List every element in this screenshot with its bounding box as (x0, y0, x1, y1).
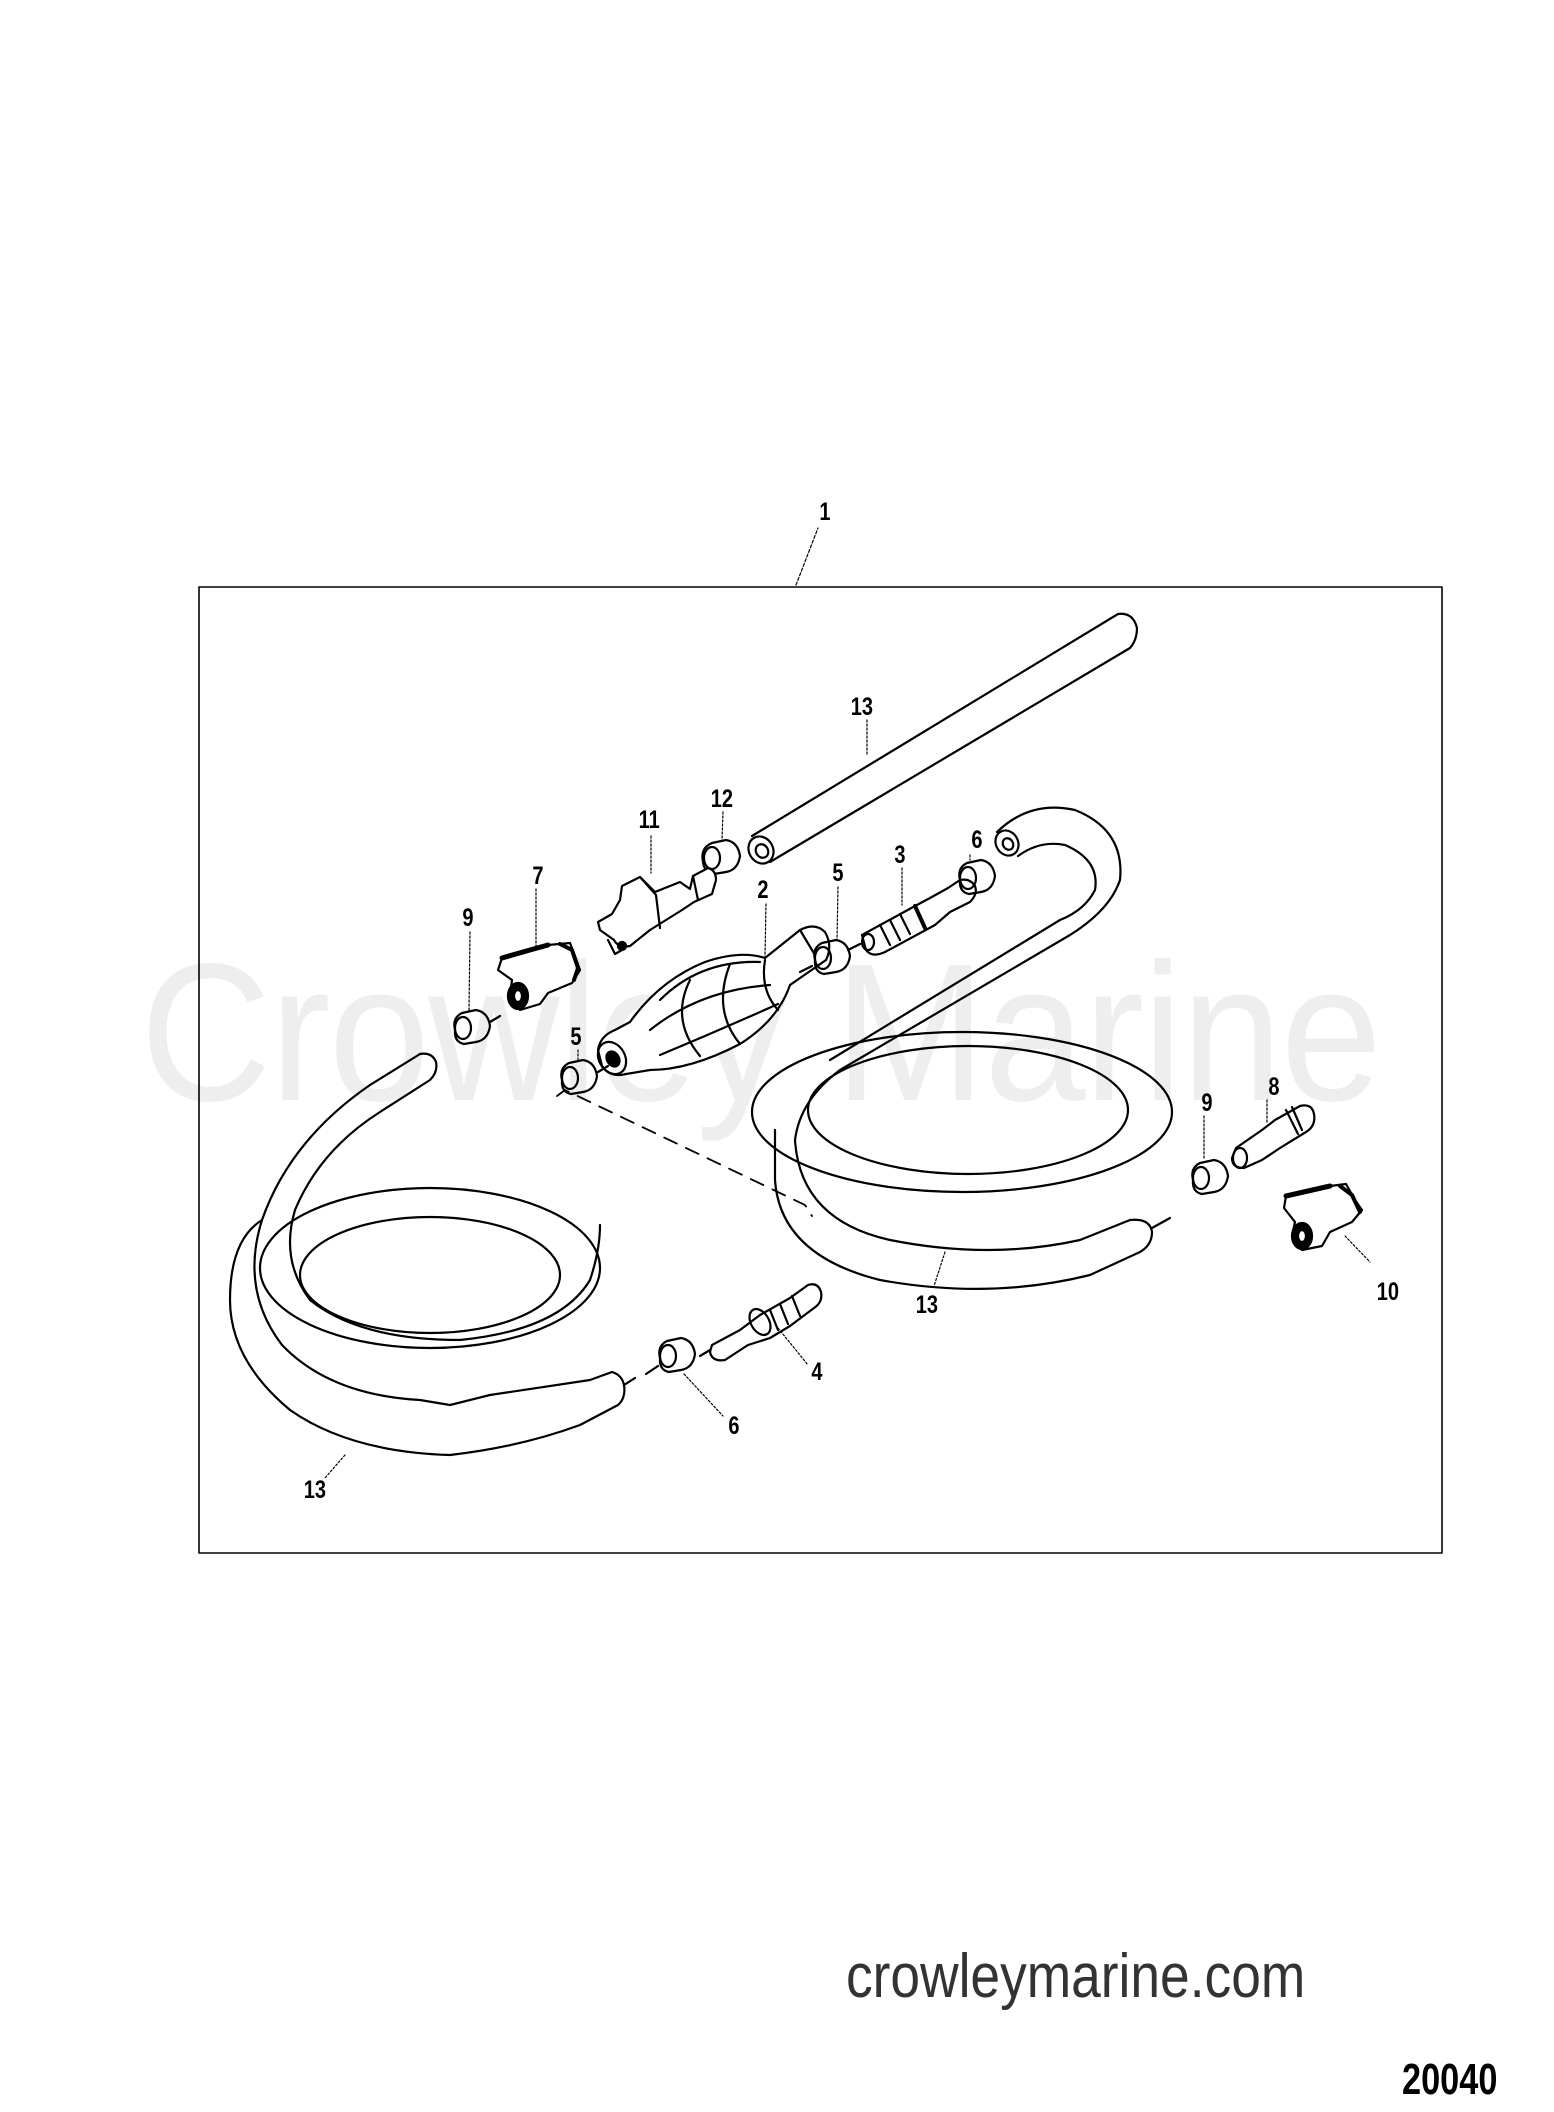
leader-line-1 (795, 527, 819, 586)
callout-6b: 6 (728, 1412, 740, 1440)
callout-7: 7 (532, 862, 544, 890)
clamp-icon (644, 1336, 697, 1376)
callout-6a: 6 (971, 826, 983, 854)
kit-box-outline (198, 586, 1443, 1554)
hose-fitting-3-icon (846, 878, 977, 956)
callout-2: 2 (757, 876, 769, 904)
connector-10-icon (1282, 1182, 1364, 1252)
callout-5a: 5 (832, 859, 844, 887)
leader-line-6b (683, 1373, 724, 1417)
callout-5b: 5 (570, 1023, 582, 1051)
primer-bulb-icon (596, 925, 831, 1077)
callout-13c: 13 (303, 1476, 327, 1504)
fitting-8-icon (1230, 1104, 1316, 1170)
callout-13b: 13 (915, 1291, 939, 1319)
drawing-number: 20040 (1402, 2055, 1498, 2104)
coiled-hose-left-icon (228, 1052, 637, 1457)
connector-7-icon (496, 941, 582, 1012)
callout-9b: 9 (1201, 1089, 1213, 1117)
hose-fitting-4-icon (698, 1283, 823, 1362)
callout-1: 1 (819, 498, 831, 526)
callout-3: 3 (894, 841, 906, 869)
leader-line-9a (468, 931, 471, 1011)
leader-line-13c (324, 1454, 346, 1479)
callout-11: 11 (638, 806, 660, 834)
leader-line-13b (933, 1251, 946, 1287)
clamp-icon (1191, 1158, 1230, 1196)
clamp-icon (958, 858, 997, 896)
straight-hose-icon (747, 612, 1139, 865)
clamp-icon (798, 938, 852, 976)
callout-4: 4 (811, 1358, 823, 1386)
callout-9a: 9 (462, 904, 474, 932)
leader-line-12 (721, 811, 724, 841)
callout-12: 12 (710, 785, 734, 813)
callout-13a: 13 (850, 693, 874, 721)
clamp-icon (453, 1008, 502, 1046)
leader-line-10 (1344, 1235, 1371, 1263)
callout-8: 8 (1268, 1073, 1280, 1101)
leader-line-4 (777, 1327, 809, 1366)
leader-line-2 (764, 903, 767, 957)
coiled-hose-right-icon (750, 806, 1174, 1290)
callout-10: 10 (1376, 1278, 1400, 1306)
clamp-icon (560, 1058, 610, 1096)
leader-line-5a (836, 886, 839, 941)
site-url-text: crowleymarine.com (846, 1942, 1306, 2011)
assembly-dashed-line (556, 1089, 813, 1217)
fuel-tank-connector-icon (596, 866, 718, 956)
